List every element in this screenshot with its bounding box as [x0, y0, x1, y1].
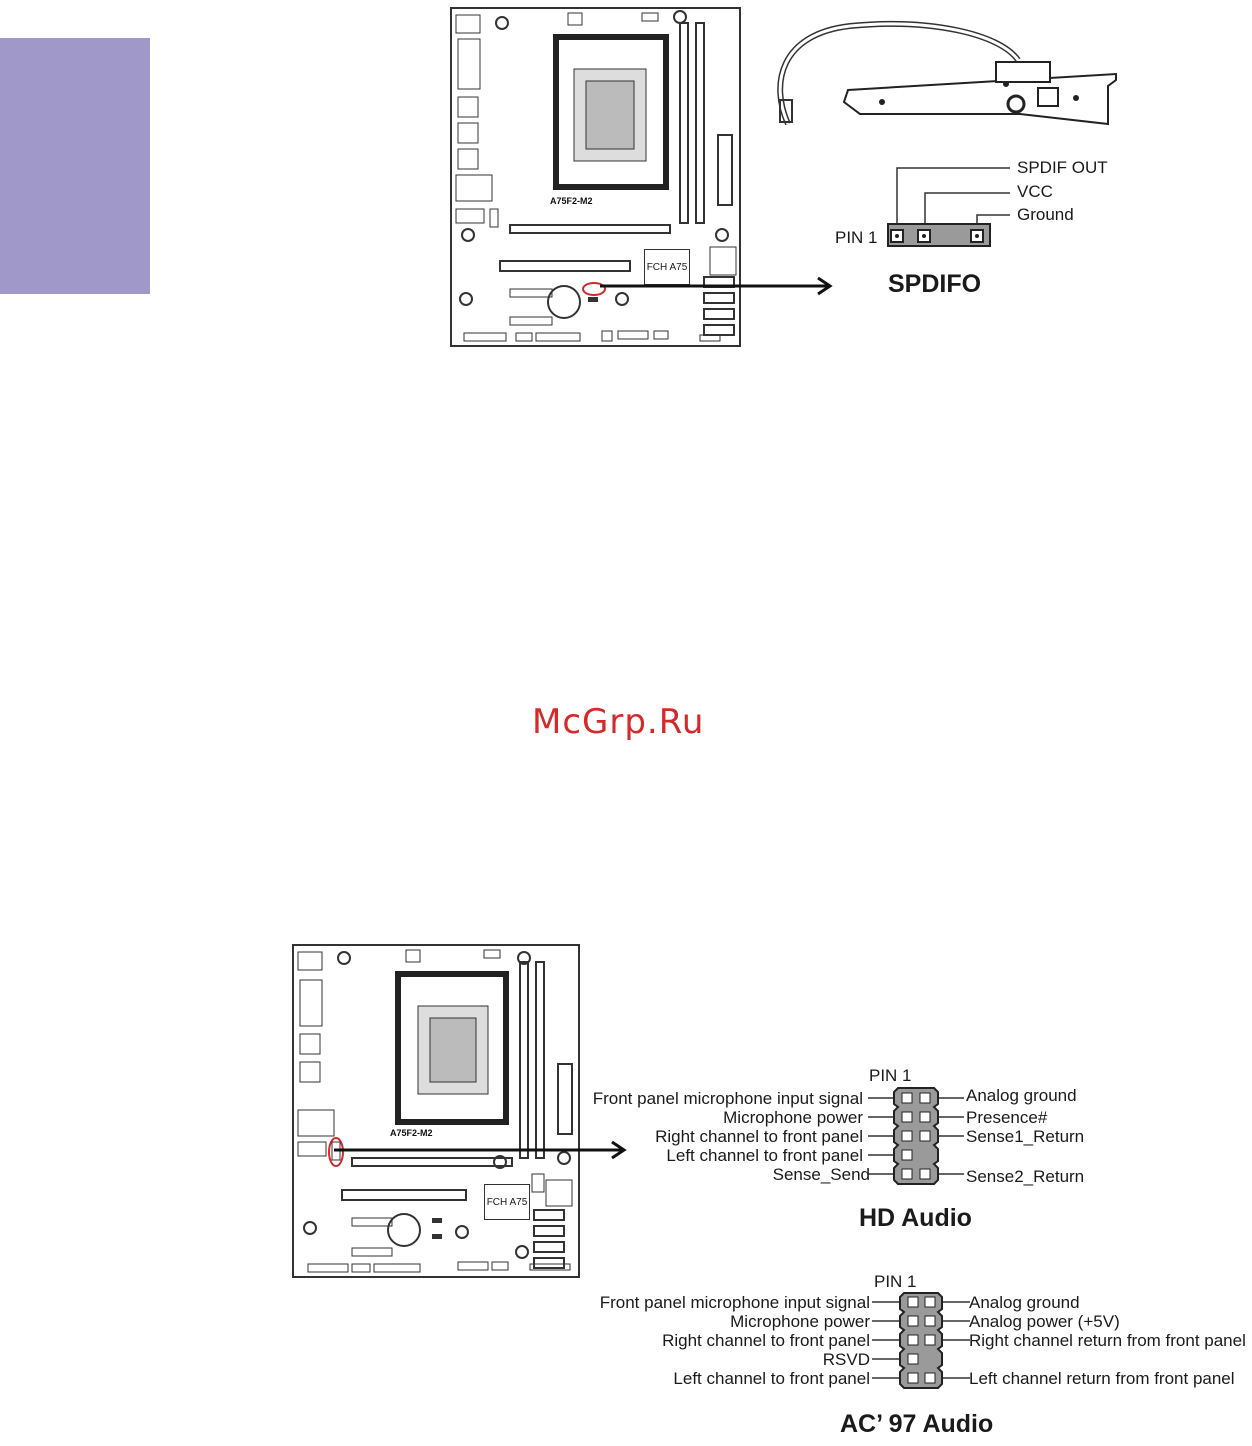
chipset-box-bottom: FCH A75 [484, 1184, 530, 1220]
spdifo-pin-vcc: VCC [1017, 182, 1053, 201]
ac97-audio-left-3: RSVD [822, 1350, 870, 1369]
board-model-label-top: A75F2-M2 [550, 196, 593, 206]
chipset-label-top: FCH A75 [646, 261, 688, 273]
ac97-audio-right-2: Right channel return from front panel [969, 1331, 1246, 1350]
motherboard-diagram-bottom: A75F2-M2 FCH A75 [292, 944, 580, 1278]
hd-audio-left-4: Sense_Send [772, 1165, 870, 1184]
ac97-audio-right-1: Analog power (+5V) [969, 1312, 1120, 1331]
spdifo-pin-ground: Ground [1017, 205, 1074, 224]
ac97-audio-right-0: Analog ground [969, 1293, 1080, 1312]
motherboard-drawing-top [455, 10, 737, 342]
pointer-arrow-top [600, 276, 833, 296]
watermark: McGrp.Ru [532, 702, 705, 742]
ac97-audio-pin1-label: PIN 1 [874, 1272, 917, 1291]
spdifo-title: SPDIFO [888, 270, 982, 298]
side-tab [0, 38, 150, 294]
hd-audio-right-1: Presence# [966, 1108, 1048, 1127]
ac97-audio-right-3: Left channel return from front panel [969, 1369, 1235, 1388]
hd-audio-right-3: Sense2_Return [966, 1167, 1085, 1186]
hd-audio-left-3: Left channel to front panel [666, 1146, 863, 1165]
spdifo-pin-spdif-out: SPDIF OUT [1017, 158, 1108, 177]
hd-audio-title: HD Audio [859, 1204, 972, 1232]
hd-audio-pin1-label: PIN 1 [869, 1066, 912, 1085]
motherboard-diagram-top: A75F2-M2 FCH A75 [450, 7, 741, 347]
pointer-arrow-bottom [334, 1140, 627, 1160]
spdifo-header-drawing [887, 167, 1010, 247]
hd-audio-header-drawing [868, 1087, 964, 1185]
hd-audio-left-0: Front panel microphone input signal [592, 1089, 863, 1108]
ac97-audio-left-1: Microphone power [730, 1312, 870, 1331]
chipset-label-bottom: FCH A75 [486, 1196, 528, 1208]
hd-audio-left-1: Microphone power [723, 1108, 863, 1127]
ac97-audio-header-drawing [872, 1292, 970, 1389]
hd-audio-right-2: Sense1_Return [966, 1127, 1085, 1146]
motherboard-drawing-bottom [297, 949, 573, 1273]
spdif-bracket-illustration [777, 21, 1117, 126]
ac97-audio-title: AC’ 97 Audio [840, 1410, 994, 1438]
hd-audio-left-2: Right channel to front panel [655, 1127, 863, 1146]
spdifo-pin1-label: PIN 1 [835, 228, 878, 247]
hd-audio-right-0: Analog ground [966, 1086, 1077, 1105]
ac97-audio-left-0: Front panel microphone input signal [599, 1293, 870, 1312]
ac97-audio-left-2: Right channel to front panel [662, 1331, 870, 1350]
board-model-label-bottom: A75F2-M2 [390, 1128, 433, 1138]
ac97-audio-left-4: Left channel to front panel [673, 1369, 870, 1388]
